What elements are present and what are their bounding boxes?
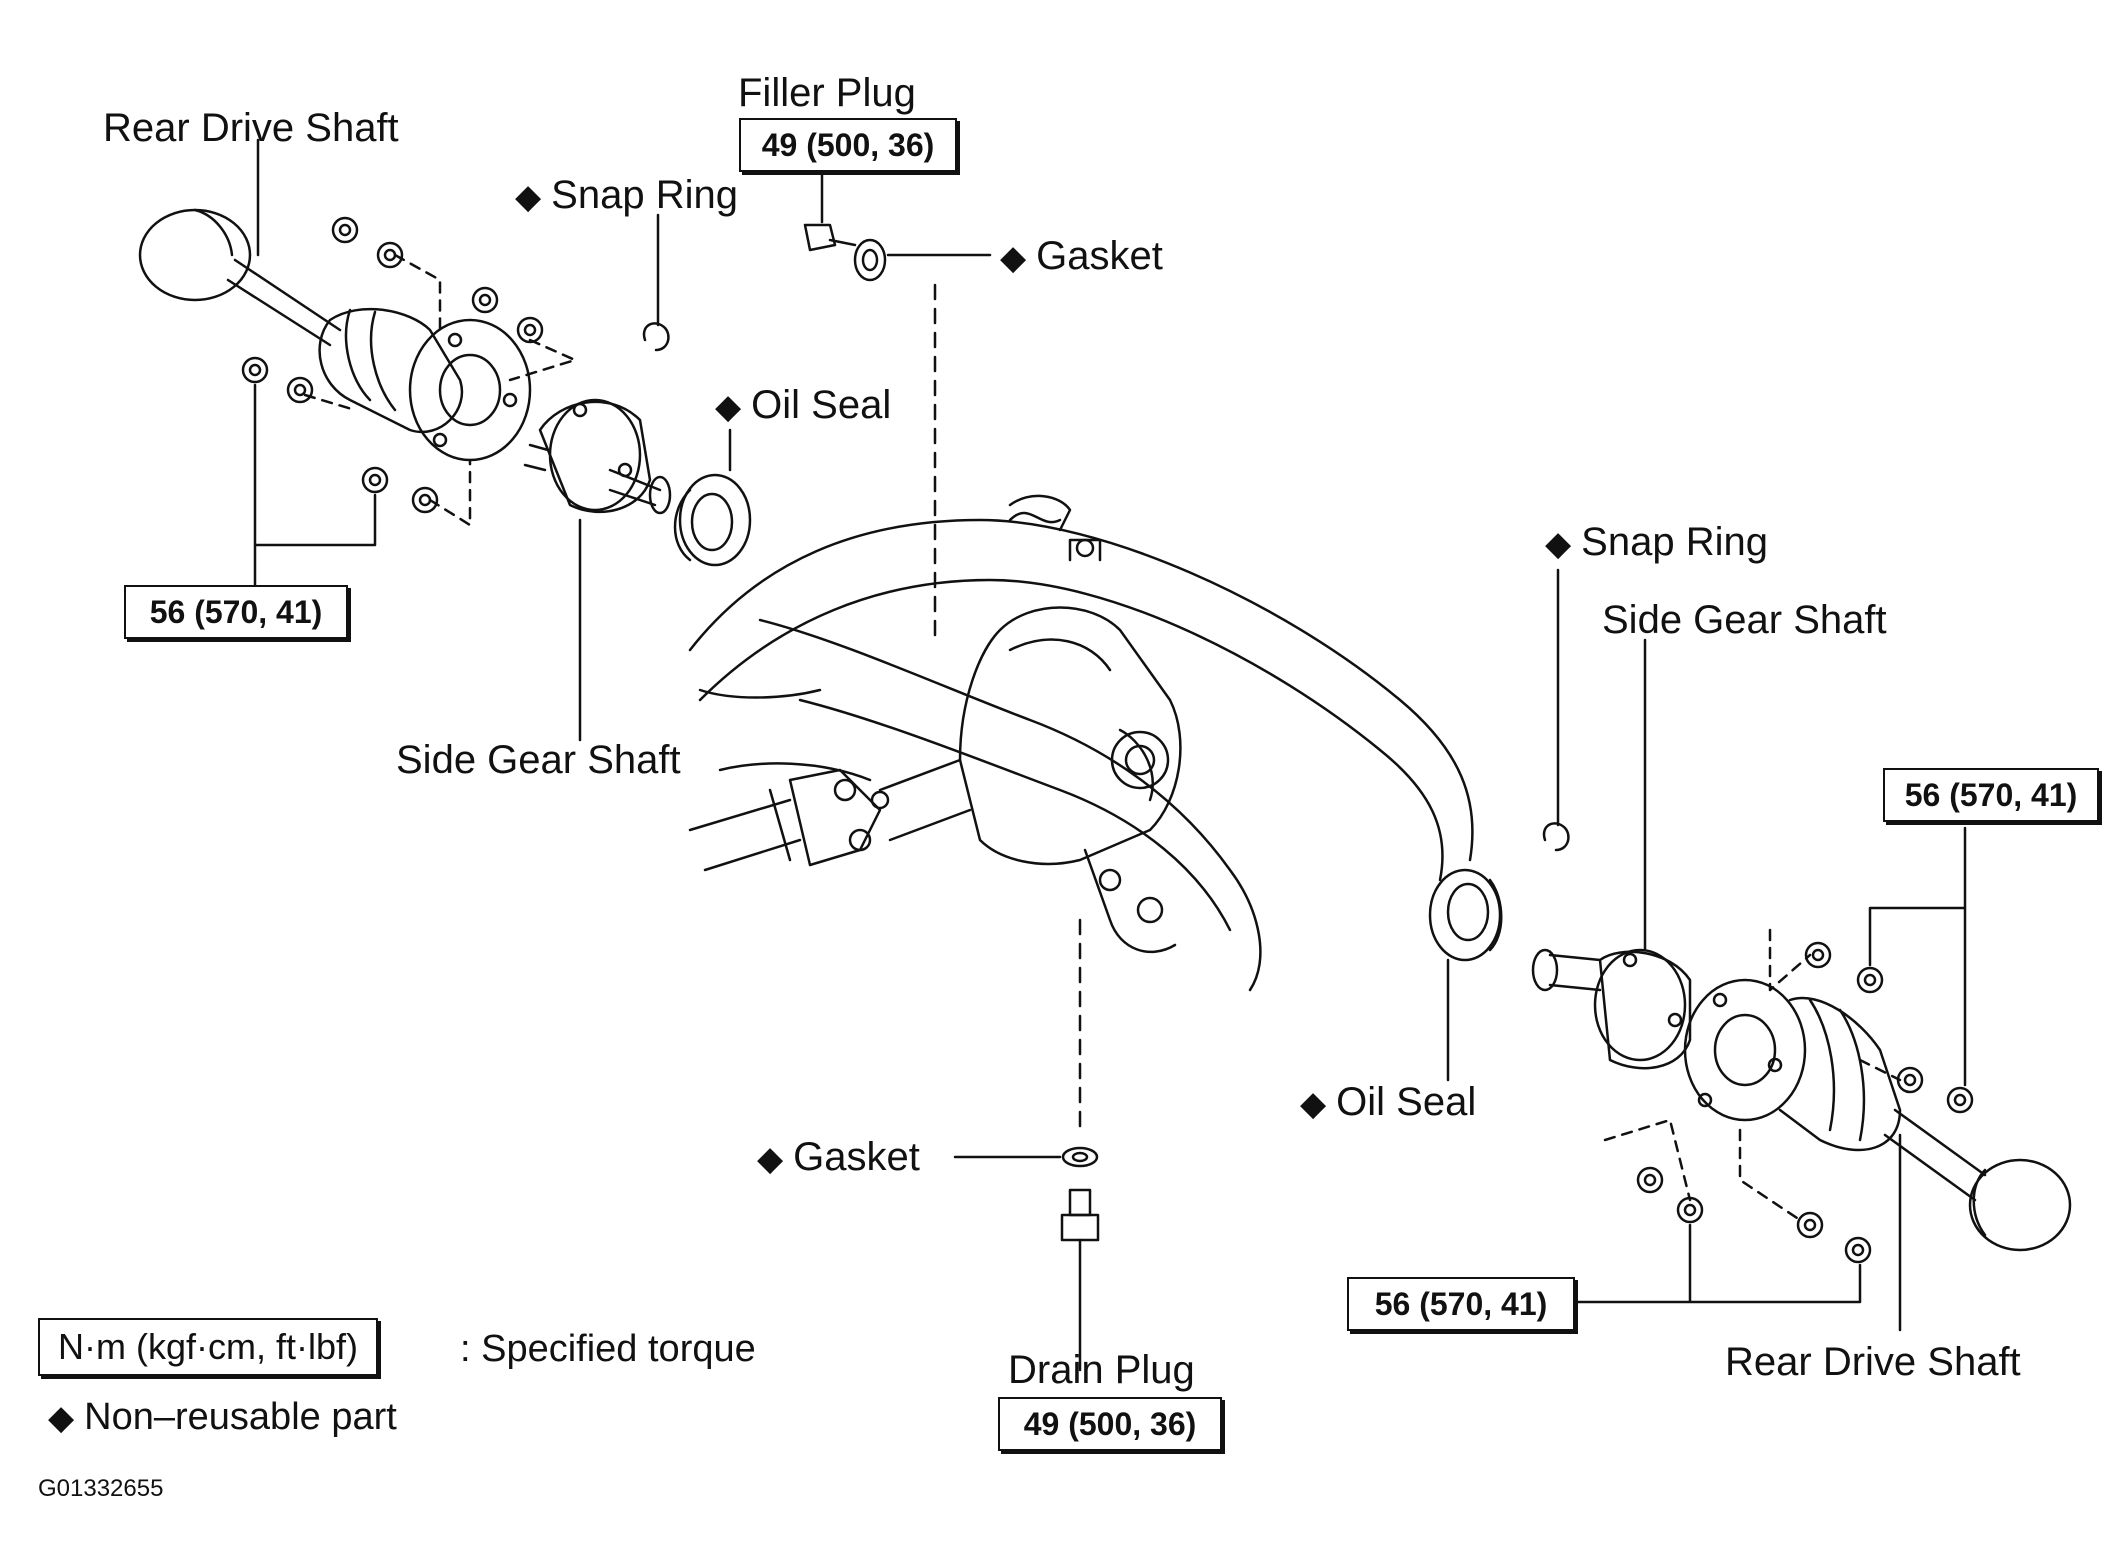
differential-carrier xyxy=(688,494,1474,992)
right-bottom-torque-bracket xyxy=(1573,1223,1862,1304)
label-oil-seal-left: ◆Oil Seal xyxy=(715,383,892,427)
label-gasket-top: ◆Gasket xyxy=(1000,234,1163,278)
non-reusable-icon: ◆ xyxy=(757,1140,784,1178)
propeller-shaft xyxy=(688,758,972,872)
legend-torque-unit-box: N·m (kgf·cm, ft·lbf) xyxy=(38,1318,378,1376)
right-rear-drive-shaft xyxy=(1683,978,2072,1252)
right-snap-ring-icon xyxy=(1542,822,1570,852)
left-torque-bracket xyxy=(253,383,377,587)
label-side-gear-shaft-left: Side Gear Shaft xyxy=(396,738,681,782)
label-snap-ring-left: ◆Snap Ring xyxy=(515,173,738,217)
torque-box-drain-plug: 49 (500, 36) xyxy=(998,1397,1222,1451)
label-rear-drive-shaft-right: Rear Drive Shaft xyxy=(1725,1340,2021,1384)
right-flange-nuts xyxy=(1636,941,1974,1264)
right-side-gear-shaft xyxy=(1531,948,1692,1070)
right-top-torque-bracket xyxy=(1868,826,1967,1087)
filler-gasket-icon xyxy=(853,238,887,282)
torque-box-right-flange-bottom: 56 (570, 41) xyxy=(1347,1277,1575,1331)
label-drain-plug: Drain Plug xyxy=(1008,1348,1195,1392)
legend-torque-desc: : Specified torque xyxy=(460,1328,756,1370)
right-oil-seal-icon xyxy=(1428,868,1503,962)
non-reusable-icon: ◆ xyxy=(1545,525,1572,563)
label-oil-seal-right: ◆Oil Seal xyxy=(1300,1080,1477,1124)
non-reusable-icon: ◆ xyxy=(715,388,742,426)
left-rear-drive-shaft xyxy=(138,208,532,462)
non-reusable-icon: ◆ xyxy=(515,178,542,216)
left-dashed-bolt-lines xyxy=(303,253,577,527)
left-side-gear-shaft xyxy=(523,398,672,515)
torque-box-filler-plug: 49 (500, 36) xyxy=(739,118,957,172)
label-filler-plug: Filler Plug xyxy=(738,71,916,115)
drain-plug-icon xyxy=(1060,1188,1100,1372)
label-rear-drive-shaft-left: Rear Drive Shaft xyxy=(103,106,399,150)
torque-box-left-flange: 56 (570, 41) xyxy=(124,585,348,639)
left-oil-seal-icon xyxy=(673,473,752,567)
non-reusable-icon: ◆ xyxy=(48,1399,75,1437)
left-flange-nuts xyxy=(241,216,544,514)
drain-gasket-icon xyxy=(1061,1146,1099,1168)
filler-plug-icon xyxy=(803,168,857,252)
legend-non-reusable: ◆Non–reusable part xyxy=(48,1396,397,1438)
non-reusable-icon: ◆ xyxy=(1000,239,1027,277)
label-gasket-bottom: ◆Gasket xyxy=(757,1135,920,1179)
label-snap-ring-right: ◆Snap Ring xyxy=(1545,520,1768,564)
torque-box-right-flange-top: 56 (570, 41) xyxy=(1883,768,2099,822)
right-dashed-bolt-lines xyxy=(1603,928,1902,1222)
left-snap-ring-icon xyxy=(642,322,670,352)
non-reusable-icon: ◆ xyxy=(1300,1085,1327,1123)
label-side-gear-shaft-right: Side Gear Shaft xyxy=(1602,598,1887,642)
figure-id: G01332655 xyxy=(38,1475,164,1502)
